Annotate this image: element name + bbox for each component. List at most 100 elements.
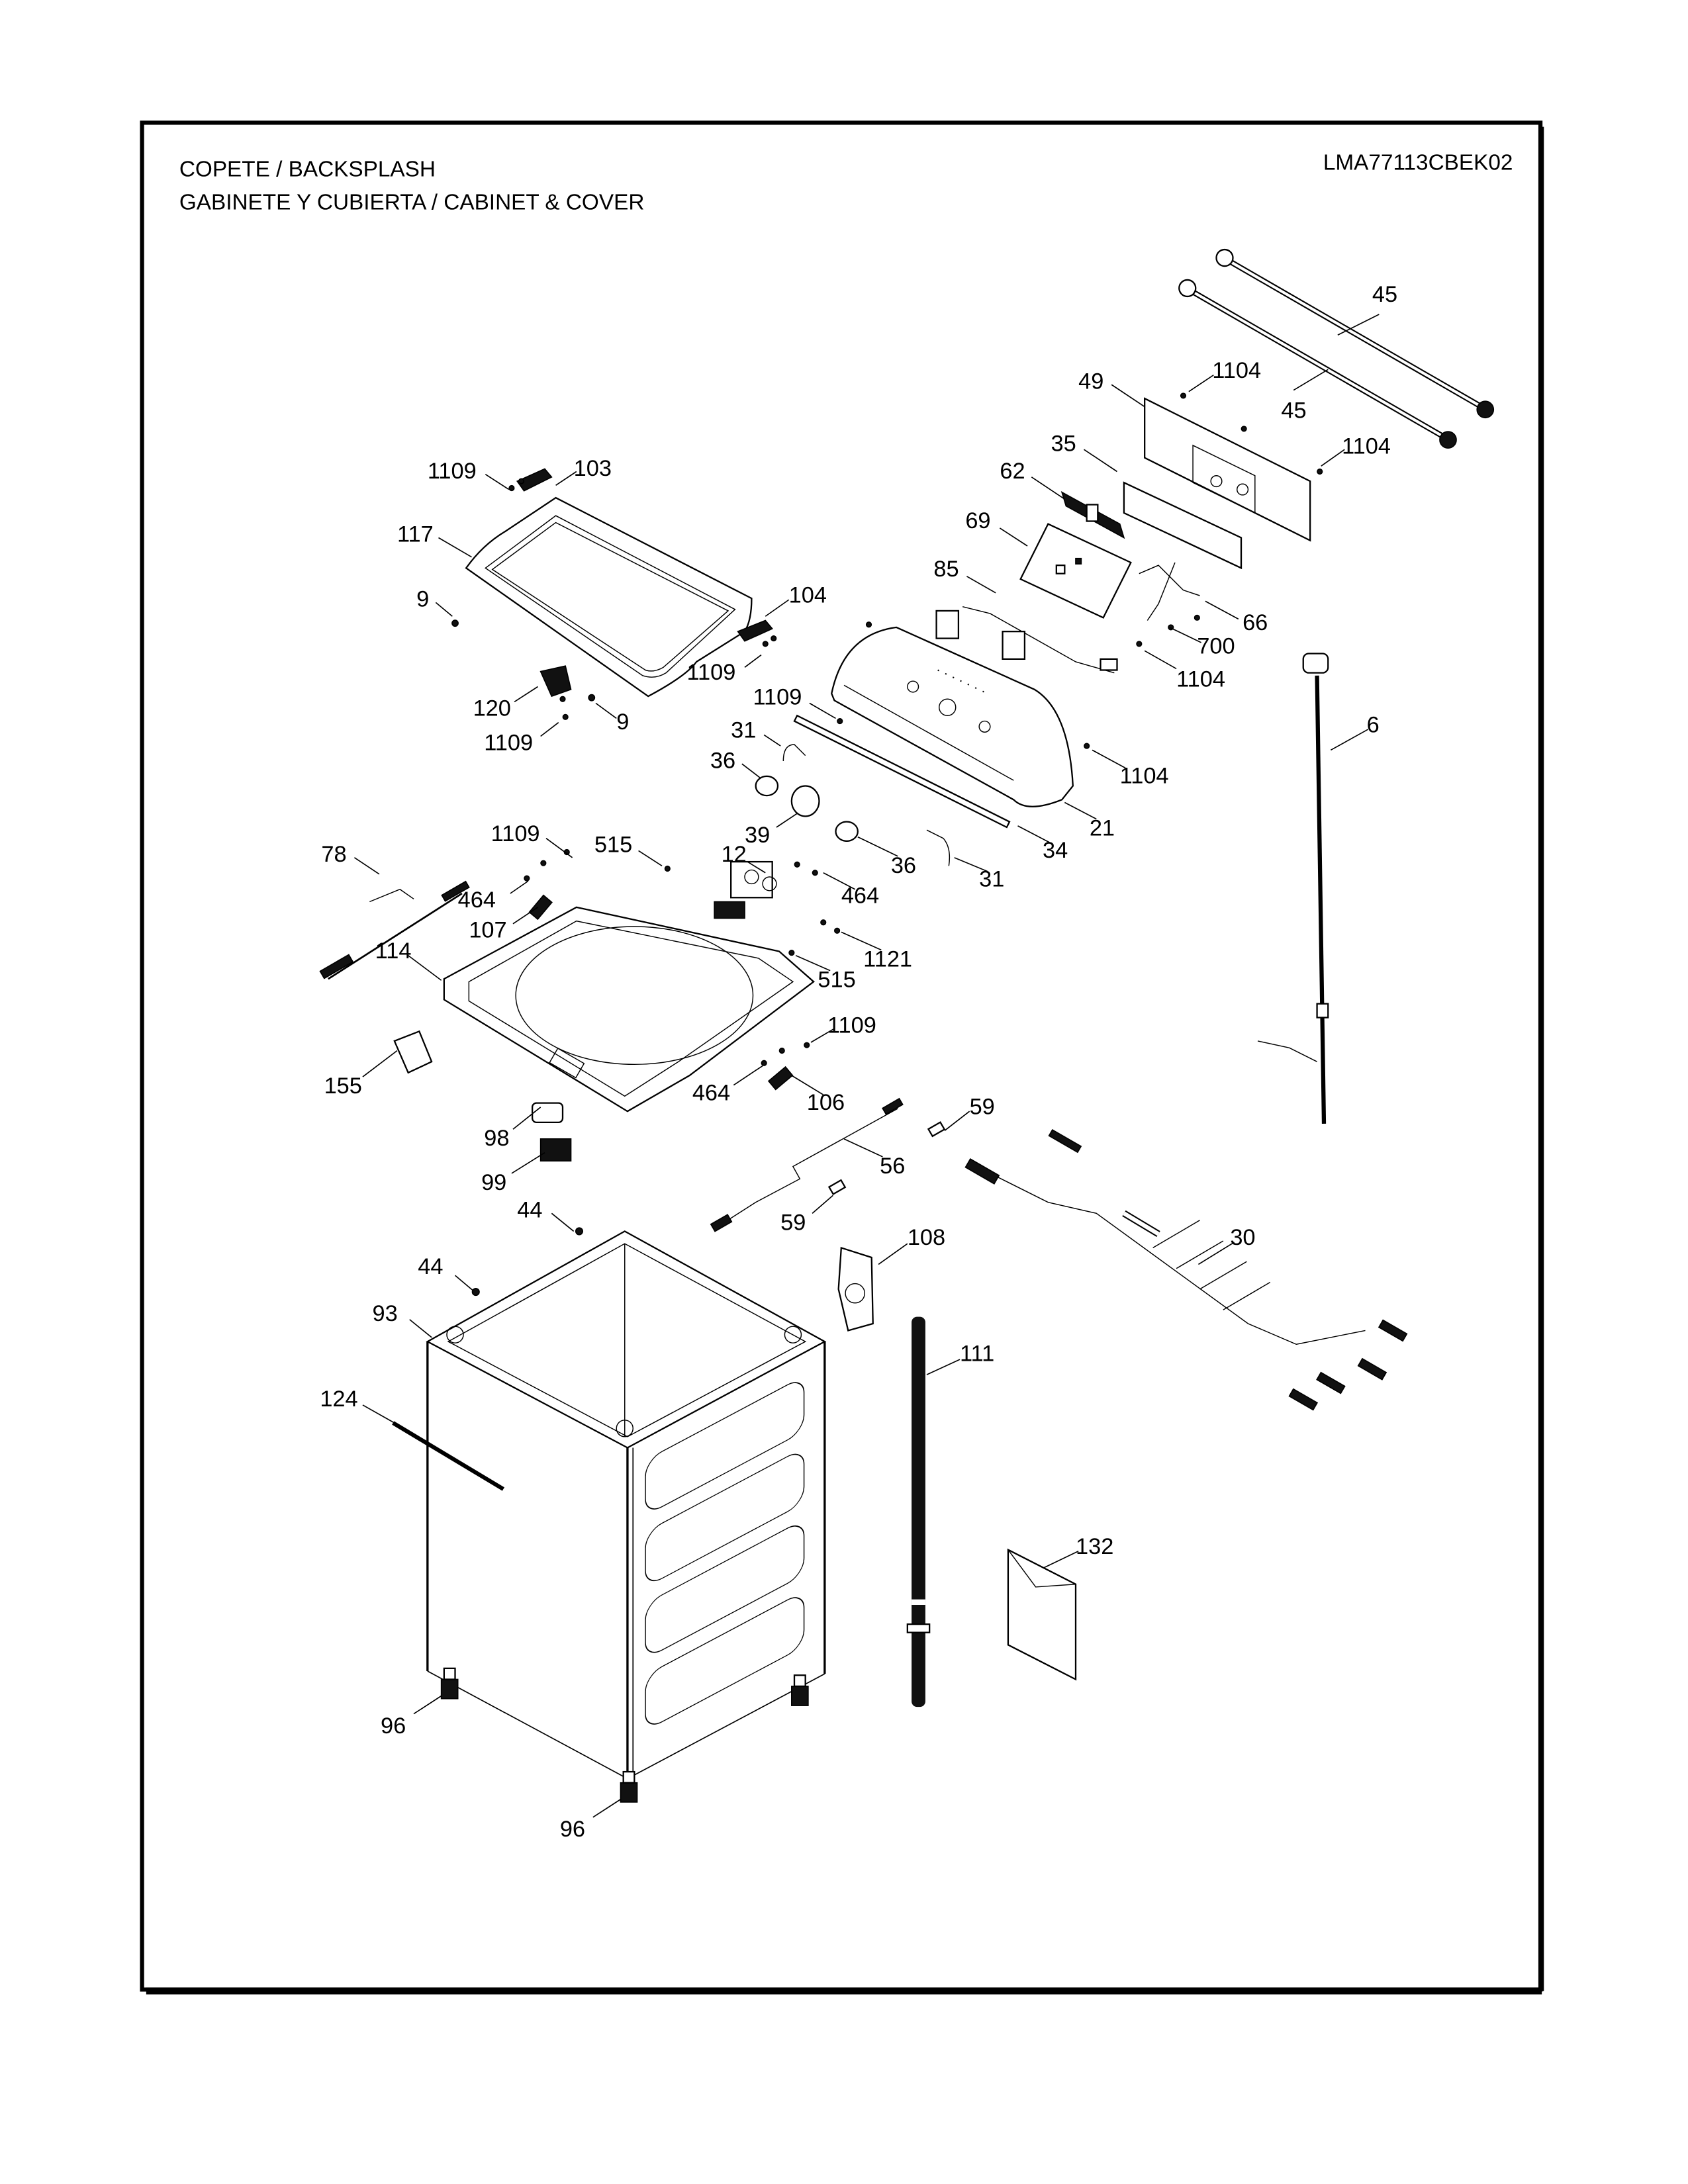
- callout-106: 106: [807, 1090, 845, 1115]
- callout-155: 155: [324, 1073, 362, 1099]
- main-wire-harness: [964, 1128, 1408, 1411]
- panel-insert: [1123, 481, 1243, 570]
- callout-1104: 1104: [1212, 358, 1261, 383]
- knob-small-right: [835, 821, 859, 842]
- callout-6: 6: [1367, 712, 1380, 737]
- drain-hose: [906, 1316, 931, 1707]
- frame-border: [140, 120, 1544, 1995]
- leveling-foot-front: [620, 1770, 638, 1803]
- callout-114: 114: [375, 938, 412, 964]
- lid-lock-cover: [532, 1102, 564, 1123]
- callout-1104: 1104: [1342, 433, 1391, 459]
- lid-lock-switch: [539, 1138, 572, 1162]
- rear-panel: [1144, 397, 1311, 542]
- callout-85: 85: [933, 557, 959, 582]
- callout-93: 93: [373, 1301, 398, 1326]
- callout-78: 78: [321, 842, 346, 867]
- callout-44: 44: [517, 1198, 542, 1223]
- callout-98: 98: [484, 1126, 509, 1151]
- callout-30: 30: [1230, 1225, 1255, 1250]
- callout-44: 44: [418, 1254, 443, 1279]
- inlet-hose-lower: [1178, 279, 1457, 449]
- callout-36: 36: [710, 748, 735, 773]
- callout-108: 108: [908, 1225, 945, 1250]
- callout-1109: 1109: [687, 660, 736, 685]
- callout-21: 21: [1090, 816, 1115, 841]
- callout-12: 12: [722, 842, 747, 867]
- callout-132: 132: [1076, 1534, 1113, 1559]
- cabinet: [426, 1230, 827, 1780]
- literature-envelope: [1007, 1548, 1077, 1681]
- callout-34: 34: [1043, 838, 1068, 863]
- lid-switch-harness: [710, 1097, 904, 1232]
- callout-45: 45: [1281, 398, 1306, 423]
- rotary-bracket: [1060, 491, 1125, 539]
- leveling-foot-left: [440, 1667, 459, 1700]
- lid: [465, 496, 753, 698]
- trim-strip: [793, 714, 1011, 829]
- cabinet-rail: [392, 1421, 505, 1491]
- callout-59: 59: [970, 1094, 995, 1119]
- screw-44-lower: [471, 1288, 480, 1297]
- callout-1109: 1109: [491, 821, 540, 846]
- callout-labels: 45 45 49 1104 1104 35 62 69 85 66 700 11…: [320, 282, 1397, 1842]
- callout-1109: 1109: [484, 730, 533, 755]
- callout-700: 700: [1197, 633, 1235, 659]
- knob-small-left: [755, 775, 779, 797]
- callout-36: 36: [891, 853, 916, 878]
- callout-104: 104: [789, 582, 827, 608]
- switch-harness: [935, 606, 1118, 674]
- callout-31: 31: [979, 867, 1004, 892]
- support-bracket-106: [767, 1066, 794, 1091]
- callout-45: 45: [1372, 282, 1397, 307]
- connector-59-lower: [827, 1179, 847, 1195]
- hose-assembly: [1139, 562, 1200, 621]
- callout-117: 117: [397, 522, 434, 547]
- support-bracket-107: [528, 894, 553, 921]
- callout-69: 69: [965, 508, 990, 533]
- title-line-1: COPETE / BACKSPLASH: [179, 158, 436, 182]
- callout-107: 107: [469, 918, 506, 943]
- power-cord: [1257, 653, 1329, 1124]
- callout-66: 66: [1243, 610, 1268, 635]
- callout-35: 35: [1051, 431, 1076, 456]
- callout-464: 464: [841, 884, 879, 909]
- screw-44-upper: [575, 1227, 584, 1236]
- hinge-right: [737, 619, 774, 642]
- callout-103: 103: [574, 456, 612, 481]
- lid-latch: [539, 665, 572, 698]
- callout-1109: 1109: [428, 459, 477, 484]
- callout-96: 96: [560, 1817, 585, 1842]
- knob-large: [790, 785, 820, 817]
- callout-9: 9: [616, 709, 629, 735]
- callout-464: 464: [458, 887, 496, 913]
- callout-1104: 1104: [1176, 667, 1225, 692]
- callout-99: 99: [481, 1170, 506, 1195]
- leader-lines: [353, 314, 1380, 1818]
- callout-31: 31: [731, 718, 756, 743]
- title-line-2: GABINETE Y CUBIERTA / CABINET & COVER: [179, 191, 645, 215]
- drain-pump-housing: [837, 1246, 874, 1332]
- callout-9: 9: [416, 587, 429, 612]
- callout-111: 111: [960, 1341, 994, 1366]
- callout-124: 124: [320, 1387, 357, 1412]
- callout-96: 96: [381, 1713, 406, 1739]
- callout-56: 56: [880, 1154, 905, 1179]
- callout-1109: 1109: [753, 685, 802, 710]
- callout-59: 59: [780, 1210, 806, 1235]
- callout-464: 464: [692, 1081, 730, 1106]
- fastener-screws: [451, 392, 1323, 1066]
- control-panel-backsplash: [831, 626, 1074, 807]
- callout-1104: 1104: [1120, 763, 1169, 788]
- hinge-left: [516, 468, 553, 492]
- top-cover: [443, 906, 815, 1113]
- model-number: LMA77113CBEK02: [1323, 150, 1513, 175]
- hose-clip-left: [782, 744, 806, 762]
- switch-wire-harness: [319, 880, 470, 980]
- callout-62: 62: [1000, 459, 1025, 484]
- inlet-hose-upper: [1215, 248, 1495, 419]
- callout-1121: 1121: [863, 946, 912, 972]
- connector-59-upper: [927, 1121, 946, 1138]
